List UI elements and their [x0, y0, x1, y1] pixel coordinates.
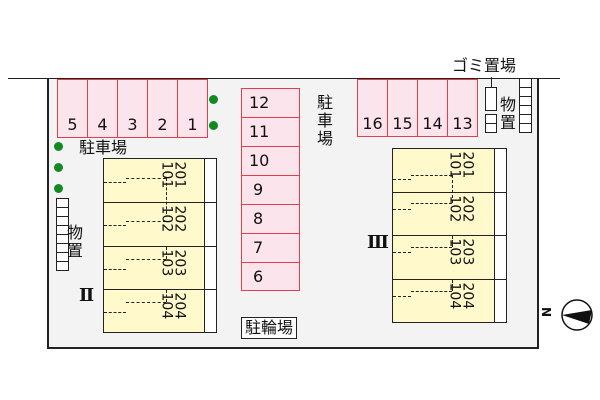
- unit-number-lower: 104: [158, 292, 175, 320]
- parking-stall: 13: [447, 79, 478, 137]
- storage-rack-right: [519, 78, 532, 133]
- partition-line: [166, 247, 167, 259]
- partition-line: [411, 247, 452, 248]
- partition-line: [104, 225, 126, 226]
- partition-line: [411, 175, 452, 176]
- tree-icon: [54, 163, 63, 172]
- parking-stall: 4: [87, 79, 118, 138]
- partition-line: [126, 259, 166, 260]
- garbage-pointer-line: [491, 77, 492, 89]
- unit-number-lower: 102: [446, 195, 463, 223]
- unit-block: [104, 247, 216, 290]
- unit-number-lower: 104: [446, 282, 463, 310]
- unit-number-lower: 101: [446, 151, 463, 179]
- parking-label-center: 駐車場: [316, 93, 333, 148]
- partition-line: [393, 209, 411, 210]
- storage-cell: [485, 87, 497, 111]
- parking-stall: 2: [147, 79, 178, 138]
- parking-stall: 14: [417, 79, 448, 137]
- building-2-label: Ⅱ: [79, 285, 95, 306]
- partition-line: [104, 182, 126, 183]
- parking-stall: 16: [357, 79, 388, 137]
- building-3-label: Ⅲ: [367, 232, 389, 253]
- north-label: N: [539, 306, 554, 318]
- road-boundary-line: [8, 78, 560, 79]
- partition-line: [393, 179, 411, 180]
- partition-line: [126, 302, 166, 303]
- storage-cell: [519, 123, 532, 133]
- tree-icon: [54, 142, 63, 151]
- partition-line: [126, 221, 166, 222]
- partition-line: [393, 252, 411, 253]
- unit-block: [104, 159, 216, 203]
- partition-line: [452, 175, 453, 203]
- partition-line: [166, 290, 167, 302]
- parking-label-left: 駐車場: [79, 138, 128, 157]
- parking-stall: 10: [241, 146, 300, 176]
- parking-stall: 1: [177, 79, 208, 138]
- storage-label-right: 物置: [499, 95, 516, 132]
- partition-line: [104, 269, 126, 270]
- unit-number-lower: 103: [158, 249, 175, 277]
- storage-small-right: [485, 87, 497, 133]
- storage-rack-left: [56, 198, 69, 271]
- partition-line: [411, 291, 452, 292]
- tree-icon: [209, 95, 218, 104]
- storage-cell: [56, 261, 69, 271]
- unit-number-lower: 103: [446, 238, 463, 266]
- north-compass-icon: N: [539, 297, 596, 333]
- partition-line: [166, 178, 167, 214]
- parking-stall: 6: [241, 262, 300, 291]
- partition-line: [126, 178, 166, 179]
- parking-stall: 8: [241, 204, 300, 234]
- parking-stall: 15: [387, 79, 418, 137]
- parking-stall: 3: [117, 79, 148, 138]
- partition-line: [393, 296, 411, 297]
- parking-stall: 7: [241, 233, 300, 263]
- bicycle-parking-label: 駐輪場: [241, 317, 298, 339]
- compass-icon: [561, 299, 593, 331]
- unit-block: [393, 149, 506, 193]
- unit-number-lower: 101: [158, 161, 175, 189]
- parking-stall: 5: [57, 79, 88, 138]
- building-3: 201 101 202 102 203 103 204 104: [392, 148, 507, 323]
- partition-line: [452, 236, 453, 247]
- tree-icon: [54, 184, 63, 193]
- unit-block: [393, 193, 506, 236]
- tree-icon: [209, 121, 218, 130]
- unit-block: [104, 203, 216, 247]
- parking-stall: 11: [241, 117, 300, 147]
- partition-line: [411, 203, 452, 204]
- parking-stall: 12: [241, 88, 300, 118]
- garbage-area-label: ゴミ置場: [452, 56, 517, 75]
- parking-stall: 9: [241, 175, 300, 205]
- storage-cell: [485, 123, 497, 133]
- unit-number-lower: 102: [158, 205, 175, 233]
- unit-block: [393, 236, 506, 280]
- building-2: 201 101 202 102 203 103 204 104: [103, 158, 217, 333]
- partition-line: [104, 312, 126, 313]
- storage-label-left: 物置: [66, 223, 83, 260]
- partition-line: [452, 280, 453, 291]
